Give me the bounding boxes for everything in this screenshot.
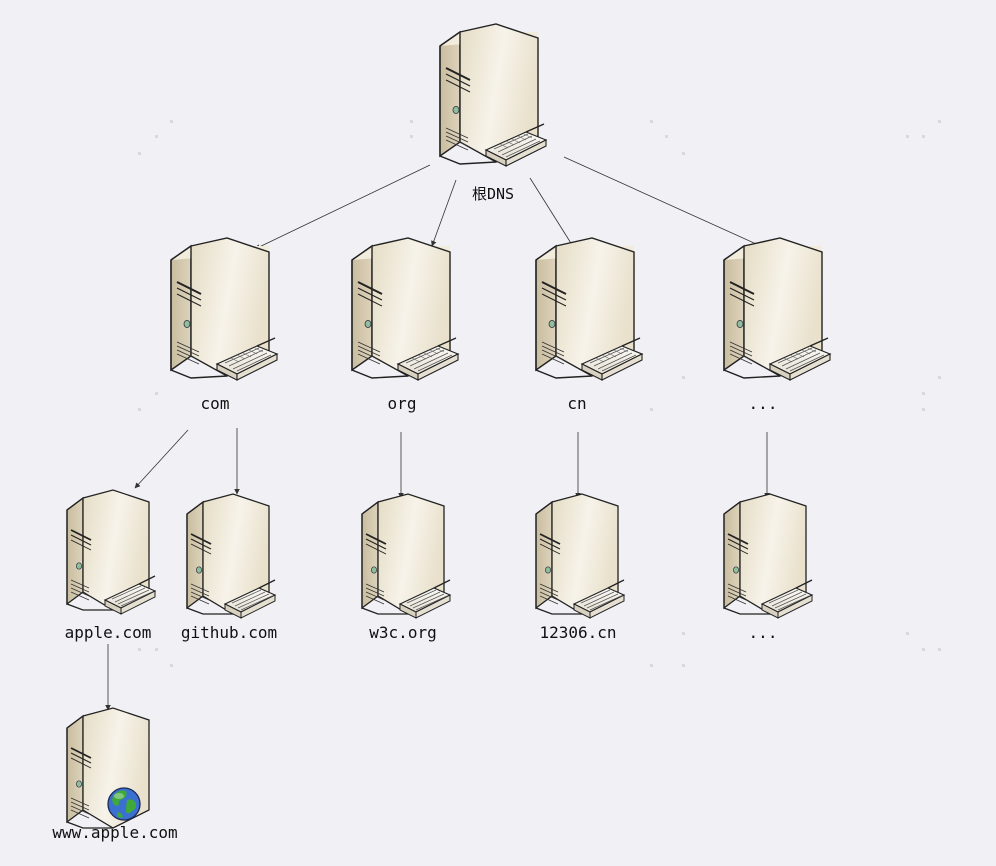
node-tld-com: com — [170, 237, 278, 413]
edge-root-cn — [529, 177, 575, 249]
node-www-apple: www.apple.com — [52, 707, 178, 842]
node-label-tld-more: ... — [749, 394, 778, 413]
server-icon — [186, 493, 276, 619]
node-tld-more: ... — [723, 237, 831, 413]
node-apple: apple.com — [65, 489, 156, 642]
node-tld-cn: cn — [535, 237, 643, 413]
node-label-12306: 12306.cn — [539, 623, 616, 642]
server-icon — [170, 237, 278, 381]
node-12306: 12306.cn — [535, 493, 625, 642]
server-icon — [351, 237, 459, 381]
server-icon — [535, 493, 625, 619]
node-tld-org: org — [351, 237, 459, 413]
server-icon — [66, 489, 156, 615]
edge-root-org — [431, 179, 457, 247]
node-label-more2: ... — [749, 623, 778, 642]
server-icon — [535, 237, 643, 381]
server-icon — [723, 237, 831, 381]
node-label-root: 根DNS — [472, 185, 514, 203]
node-label-apple: apple.com — [65, 623, 152, 642]
edge-root-more — [563, 156, 766, 249]
node-more2: ... — [723, 493, 813, 642]
node-label-com: com — [201, 394, 230, 413]
node-label-github: github.com — [181, 623, 277, 642]
node-label-cn: cn — [567, 394, 586, 413]
node-label-org: org — [388, 394, 417, 413]
edge-root-com — [254, 164, 431, 250]
server-icon — [361, 493, 451, 619]
server-icon — [439, 23, 547, 167]
node-root: 根DNS — [439, 23, 547, 203]
edge-com-apple — [134, 429, 189, 489]
node-w3c: w3c.org — [361, 493, 451, 642]
node-label-w3c: w3c.org — [369, 623, 436, 642]
background-dots — [138, 120, 941, 667]
node-github: github.com — [181, 493, 277, 642]
globe-icon — [107, 787, 141, 821]
node-label-www-apple: www.apple.com — [52, 823, 177, 842]
edges — [105, 156, 770, 711]
server-icon — [723, 493, 813, 619]
